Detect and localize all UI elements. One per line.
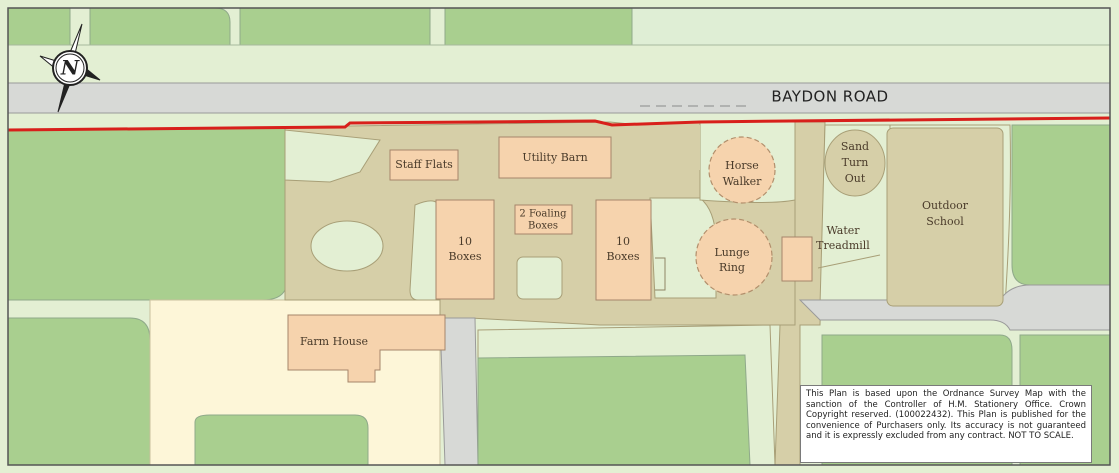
compass-north-letter: N [60,56,80,80]
building-utility-barn [498,136,612,179]
horse-walker-ring [708,136,776,204]
yard-lawn-strip [409,200,438,301]
baydon-road [7,82,1111,114]
building-boxes-right [595,199,652,301]
label-boxes-right-2: Boxes [606,250,639,263]
building-treadmill-shed [781,236,813,282]
verge-north [7,44,1111,84]
label-outdoor-school-1: Outdoor [922,199,969,212]
label-lunge-ring-2: Ring [719,261,745,274]
building-farm-house [287,314,446,383]
yard-lawn-nw [284,129,381,183]
label-sand-turn-out-2: Turn [842,156,869,169]
road-label: BAYDON ROAD [771,88,888,106]
label-foaling-boxes-1: 2 Foaling [519,209,567,220]
label-water-treadmill-1: Water [826,224,860,237]
label-horse-walker-1: Horse [725,159,759,172]
map-frame [7,7,1111,466]
label-lunge-ring-1: Lunge [714,246,749,259]
property-boundary [7,116,1111,132]
field-west [7,126,286,301]
yard-paddock-small [516,256,563,300]
field-south [477,354,751,466]
label-boxes-left-2: Boxes [448,250,481,263]
label-outdoor-school-2: School [926,215,964,228]
building-staff-flats [389,149,459,181]
buildings [287,136,813,383]
compass-icon: N [39,23,101,113]
paddock-fence [817,254,881,269]
yard-fence-mark [655,257,666,291]
lunge-ring [695,218,773,296]
field-east [1011,124,1111,286]
northern-fields [7,7,1111,49]
label-horse-walker-2: Walker [723,175,763,188]
lane-south-west [439,317,479,466]
yard-track [655,125,700,170]
label-staff-flats: Staff Flats [395,158,453,171]
sand-turn-out [824,129,886,197]
label-foaling-boxes-2: Boxes [528,221,558,232]
label-boxes-right-1: 10 [616,235,630,248]
building-boxes-left [435,199,495,300]
label-sand-turn-out-1: Sand [841,140,869,153]
label-water-treadmill-2: Treadmill [816,239,870,252]
label-farm-house: Farm House [300,335,368,348]
ordnance-survey-disclaimer: This Plan is based upon the Ordnance Sur… [800,385,1092,463]
label-boxes-left-1: 10 [458,235,472,248]
yard-oval-lawn [310,220,384,272]
outdoor-school [886,127,1004,307]
label-sand-turn-out-3: Out [845,172,866,185]
label-utility-barn: Utility Barn [522,151,587,164]
field-south-garden [194,414,369,466]
building-foaling-boxes [514,204,573,235]
field-southwest [7,317,151,466]
